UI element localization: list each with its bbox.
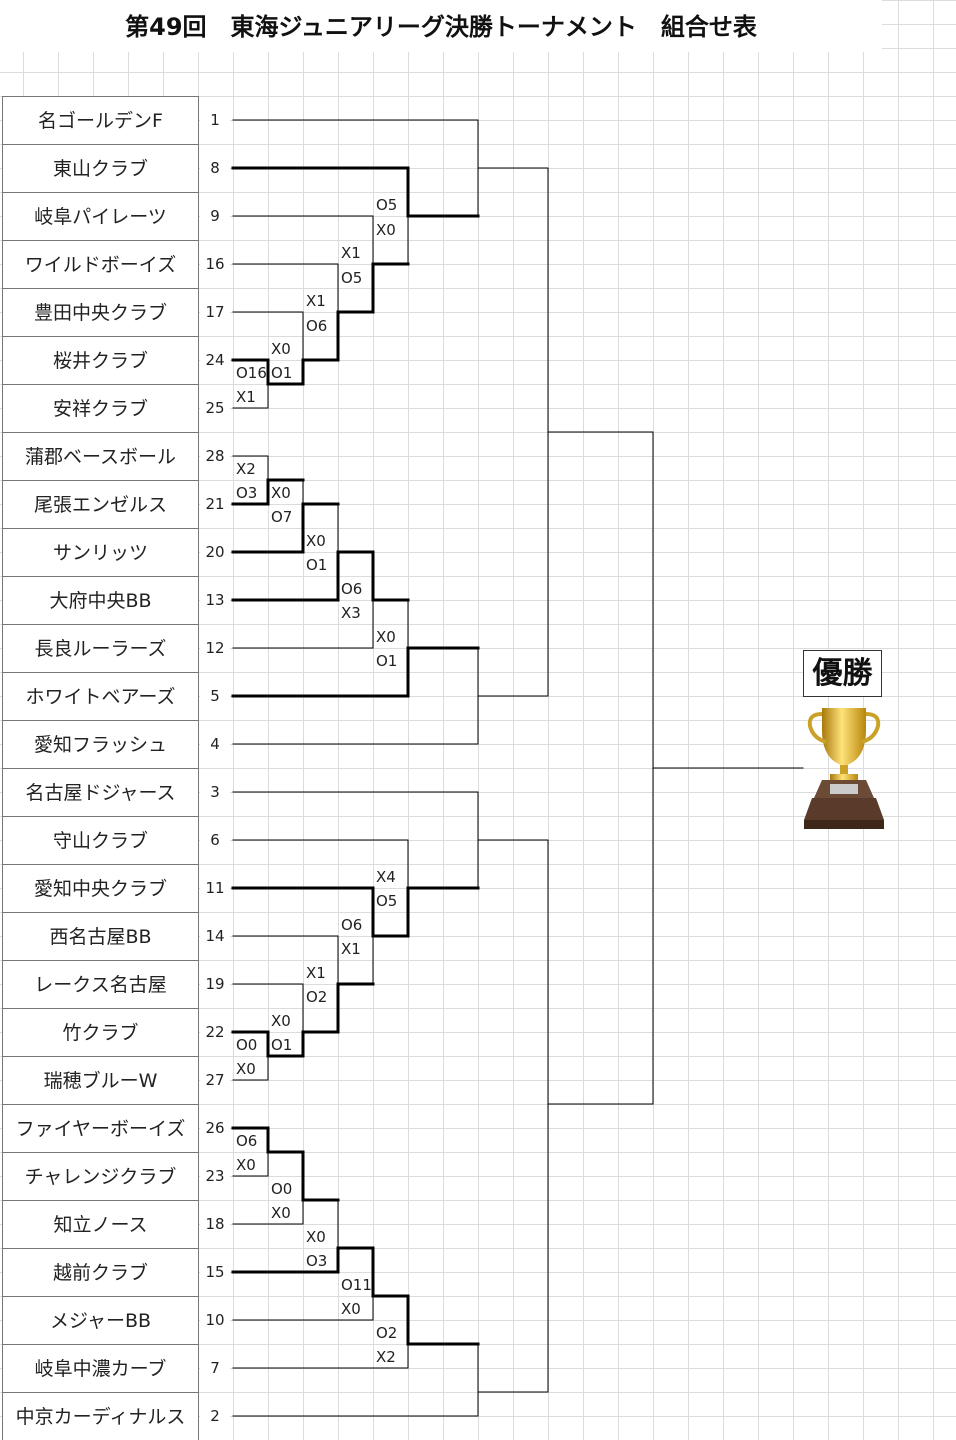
seed-number: 16	[200, 254, 230, 274]
team-name: 竹クラブ	[2, 1008, 199, 1056]
match-score: O5	[376, 196, 398, 214]
seed-number: 9	[200, 206, 230, 226]
seed-number: 19	[200, 974, 230, 994]
page-title: 第49回 東海ジュニアリーグ決勝トーナメント 組合せ表	[0, 0, 882, 52]
team-name: 豊田中央クラブ	[2, 288, 199, 336]
match-score: X0	[306, 1228, 326, 1246]
match-score: O1	[271, 364, 293, 382]
match-score: O0	[271, 1180, 293, 1198]
match-score: O2	[306, 988, 328, 1006]
match-score: X0	[271, 340, 291, 358]
team-name: 安祥クラブ	[2, 384, 199, 432]
match-score: X4	[376, 868, 396, 886]
seed-number: 8	[200, 158, 230, 178]
match-score: X3	[341, 604, 361, 622]
team-name: 長良ルーラーズ	[2, 624, 199, 672]
seed-number: 11	[200, 878, 230, 898]
match-score: O6	[236, 1132, 258, 1150]
team-name: 愛知フラッシュ	[2, 720, 199, 768]
match-score: O5	[341, 269, 363, 287]
team-name: 守山クラブ	[2, 816, 199, 864]
seed-number: 4	[200, 734, 230, 754]
team-name: ホワイトベアーズ	[2, 672, 199, 720]
team-name: 桜井クラブ	[2, 336, 199, 384]
team-name: サンリッツ	[2, 528, 199, 576]
match-score: O1	[376, 652, 398, 670]
match-score: X1	[341, 244, 361, 262]
team-name: メジャーBB	[2, 1296, 199, 1344]
seed-number: 15	[200, 1262, 230, 1282]
match-score: X0	[271, 1204, 291, 1222]
match-score: O11	[341, 1276, 372, 1294]
match-score: X1	[306, 292, 326, 310]
seed-number: 10	[200, 1310, 230, 1330]
seed-number: 2	[200, 1406, 230, 1426]
team-name: ワイルドボーイズ	[2, 240, 199, 288]
match-score: X1	[236, 388, 256, 406]
team-name: ファイヤーボーイズ	[2, 1104, 199, 1152]
match-score: X1	[306, 964, 326, 982]
match-score: O3	[236, 484, 258, 502]
seed-number: 13	[200, 590, 230, 610]
seed-number: 22	[200, 1022, 230, 1042]
seed-number: 1	[200, 110, 230, 130]
seed-number: 23	[200, 1166, 230, 1186]
match-score: O2	[376, 1324, 398, 1342]
match-score: X2	[376, 1348, 396, 1366]
team-name: 知立ノース	[2, 1200, 199, 1248]
team-name: 大府中央BB	[2, 576, 199, 624]
match-score: X0	[236, 1060, 256, 1078]
match-score: O0	[236, 1036, 258, 1054]
seed-number: 5	[200, 686, 230, 706]
team-name: 西名古屋BB	[2, 912, 199, 960]
match-score: O3	[306, 1252, 328, 1270]
team-name: 愛知中央クラブ	[2, 864, 199, 912]
match-score: X0	[306, 532, 326, 550]
seed-number: 26	[200, 1118, 230, 1138]
seed-number: 7	[200, 1358, 230, 1378]
match-score: X0	[271, 1012, 291, 1030]
team-name: 瑞穂ブルーW	[2, 1056, 199, 1104]
team-name: 蒲郡ベースボール	[2, 432, 199, 480]
champion-label: 優勝	[803, 650, 882, 697]
seed-number: 27	[200, 1070, 230, 1090]
match-score: O16	[236, 364, 267, 382]
match-score: O7	[271, 508, 293, 526]
match-score: X1	[341, 940, 361, 958]
match-score: X0	[341, 1300, 361, 1318]
match-score: O6	[341, 580, 363, 598]
match-score: O6	[306, 317, 328, 335]
match-score: X2	[236, 460, 256, 478]
match-score: X0	[376, 221, 396, 239]
team-name: 越前クラブ	[2, 1248, 199, 1296]
match-score: X0	[376, 628, 396, 646]
match-score: X0	[236, 1156, 256, 1174]
match-score: O5	[376, 892, 398, 910]
team-name: 東山クラブ	[2, 144, 199, 192]
seed-number: 14	[200, 926, 230, 946]
seed-number: 21	[200, 494, 230, 514]
seed-number: 18	[200, 1214, 230, 1234]
match-score: O6	[341, 916, 363, 934]
seed-number: 28	[200, 446, 230, 466]
seed-number: 24	[200, 350, 230, 370]
team-name: 名ゴールデンF	[2, 96, 199, 144]
seed-number: 3	[200, 782, 230, 802]
match-score: X0	[271, 484, 291, 502]
team-name: 岐阜中濃カーブ	[2, 1344, 199, 1392]
seed-number: 20	[200, 542, 230, 562]
seed-number: 6	[200, 830, 230, 850]
team-name: チャレンジクラブ	[2, 1152, 199, 1200]
seed-number: 25	[200, 398, 230, 418]
seed-number: 17	[200, 302, 230, 322]
match-score: O1	[306, 556, 328, 574]
seed-number: 12	[200, 638, 230, 658]
team-name: 中京カーディナルス	[2, 1392, 199, 1440]
team-name: レークス名古屋	[2, 960, 199, 1008]
team-name: 岐阜パイレーツ	[2, 192, 199, 240]
match-score: O1	[271, 1036, 293, 1054]
team-name: 尾張エンゼルス	[2, 480, 199, 528]
team-name: 名古屋ドジャース	[2, 768, 199, 816]
